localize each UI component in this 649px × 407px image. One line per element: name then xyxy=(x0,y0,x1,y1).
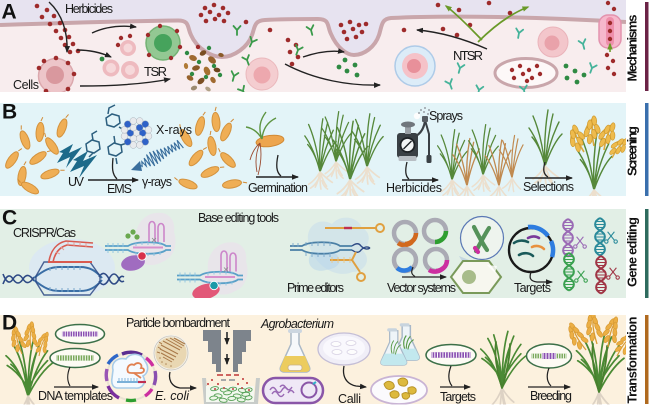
svg-text:CRISPR/Cas: CRISPR/Cas xyxy=(13,226,76,240)
svg-text:Cells: Cells xyxy=(13,78,39,92)
svg-text:Selections: Selections xyxy=(523,180,574,194)
svg-text:Agrobacterium: Agrobacterium xyxy=(260,317,334,331)
svg-text:Targets: Targets xyxy=(514,281,551,295)
svg-text:Particle bombardment: Particle bombardment xyxy=(126,316,231,330)
svg-text:D: D xyxy=(2,312,17,335)
svg-text:X-rays: X-rays xyxy=(156,123,192,137)
svg-text:γ-rays: γ-rays xyxy=(142,175,172,189)
svg-text:Breeding: Breeding xyxy=(530,389,572,403)
svg-text:Sprays: Sprays xyxy=(429,109,463,123)
svg-text:Targets: Targets xyxy=(440,390,476,404)
svg-text:Herbicides: Herbicides xyxy=(65,2,113,16)
svg-text:Transformation: Transformation xyxy=(624,316,639,403)
svg-text:Herbicides: Herbicides xyxy=(386,181,442,195)
svg-text:A: A xyxy=(2,1,17,24)
svg-text:Mechanisms: Mechanisms xyxy=(624,15,639,82)
svg-text:Germination: Germination xyxy=(248,181,308,195)
svg-text:UV: UV xyxy=(68,175,85,189)
svg-text:Base editing tools: Base editing tools xyxy=(198,211,279,225)
svg-text:Prime editors: Prime editors xyxy=(287,281,344,295)
svg-text:B: B xyxy=(2,101,17,124)
svg-text:DNA templates: DNA templates xyxy=(38,389,113,403)
svg-text:C: C xyxy=(2,207,17,230)
svg-text:Gene editing: Gene editing xyxy=(624,217,639,287)
svg-text:Screening: Screening xyxy=(624,126,639,176)
svg-text:NTSR: NTSR xyxy=(453,48,483,63)
svg-text:Vector systems: Vector systems xyxy=(387,281,456,295)
svg-text:EMS: EMS xyxy=(107,182,132,196)
svg-text:TSR: TSR xyxy=(144,64,167,79)
svg-text:E. coli: E. coli xyxy=(155,389,190,403)
svg-text:Calli: Calli xyxy=(338,392,361,406)
